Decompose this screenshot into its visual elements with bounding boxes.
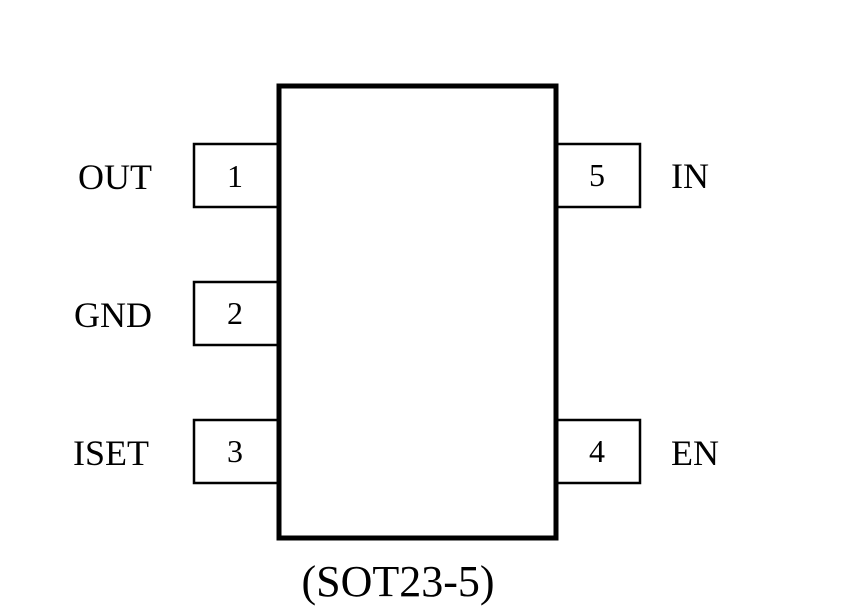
pin-1-number: 1 — [227, 158, 243, 194]
pin-2-name: GND — [74, 295, 152, 335]
pin-3-number: 3 — [227, 433, 243, 469]
pin-5-name: IN — [671, 156, 709, 196]
package-label: (SOT23-5) — [301, 557, 494, 606]
pin-3-box — [192, 418, 277, 485]
pin-5: 5 IN — [558, 142, 709, 209]
pin-4: 4 EN — [558, 418, 719, 485]
pin-1-box — [192, 142, 277, 209]
pin-3-name: ISET — [73, 433, 149, 473]
pin-3: 3 ISET — [73, 418, 277, 485]
pin-4-box — [558, 418, 642, 485]
pin-1: 1 OUT — [78, 142, 277, 209]
pin-1-name: OUT — [78, 157, 152, 197]
ic-package-body — [276, 83, 559, 541]
pin-4-name: EN — [671, 433, 719, 473]
pin-2-box — [192, 280, 277, 347]
pin-5-number: 5 — [589, 157, 605, 193]
pin-2: 2 GND — [74, 280, 277, 347]
pin-5-box — [558, 142, 642, 209]
pin-4-number: 4 — [589, 433, 605, 469]
pin-2-number: 2 — [227, 295, 243, 331]
